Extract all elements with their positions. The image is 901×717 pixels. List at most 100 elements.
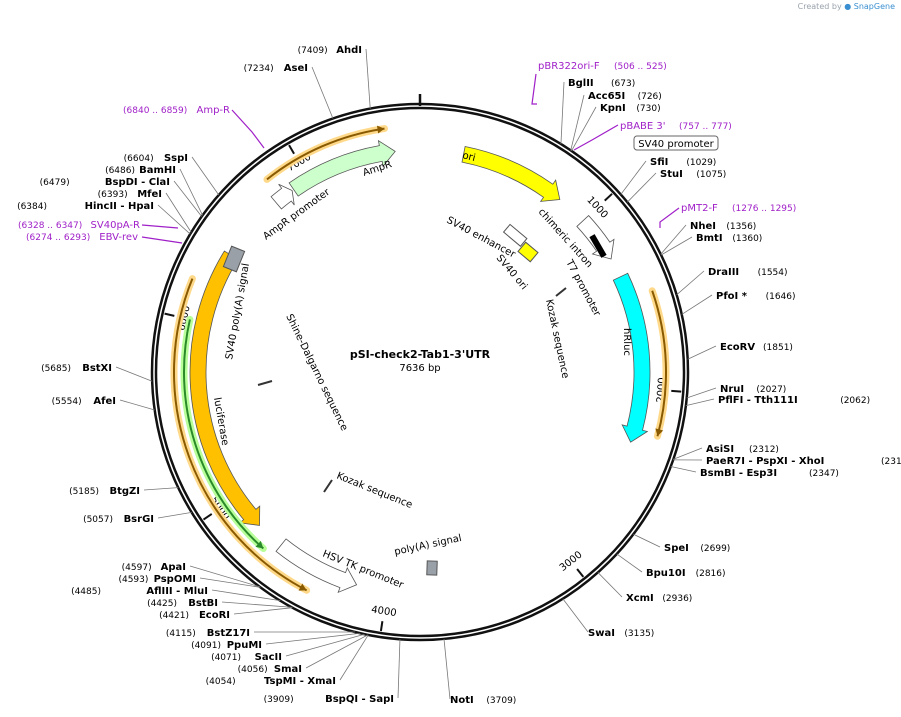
primer-ampr: Amp-R [197, 105, 231, 116]
site-position: (4115) [166, 629, 196, 639]
site-name: SacII [255, 652, 282, 663]
site-position: (5554) [52, 397, 82, 407]
site-position: (3709) [486, 696, 516, 706]
site-name: BtgZI [109, 486, 140, 497]
site-leader [687, 345, 717, 360]
arc-line [183, 319, 265, 550]
feature-arrow [275, 538, 358, 594]
site-position: (4597) [122, 563, 152, 573]
site-leader [620, 160, 647, 195]
sd-mark [257, 380, 273, 386]
site-position: (5057) [83, 515, 113, 525]
site-leader [191, 156, 220, 196]
primer-pmt2-range: (1276 .. 1295) [732, 204, 796, 214]
primer-ebv: EBV-rev [99, 232, 138, 243]
snapgene-logo-icon: ● [844, 2, 852, 11]
feature-label-chimeric-intron: chimeric intron [536, 207, 595, 270]
sv40-enhancer-box [502, 223, 528, 247]
site-name: PaeR7I - PspXI - XhoI [706, 456, 824, 467]
site-leader [685, 398, 715, 407]
site-position: (2936) [662, 594, 692, 604]
inner-label-polya-signal: poly(A) signal [393, 533, 462, 558]
site-name: DraIII [708, 267, 739, 278]
site-name: BstZ17I [207, 628, 250, 639]
site-leader [143, 487, 179, 491]
t7-promoter-bar [589, 234, 607, 258]
site-name: StuI [660, 169, 683, 180]
site-name: BstBI [188, 598, 218, 609]
site-position: (2347) [809, 469, 839, 479]
site-position: (5685) [41, 364, 71, 374]
site-name: PfoI * [716, 291, 748, 302]
site-leader [179, 168, 203, 216]
scale-tick [164, 312, 175, 317]
credit-brand: SnapGene [853, 2, 895, 11]
site-position: (1554) [758, 268, 788, 278]
site-position: (4485) [71, 587, 101, 597]
feature-arrow [612, 272, 651, 443]
site-leader [660, 236, 693, 256]
site-position: (5185) [69, 487, 99, 497]
site-leader [570, 94, 585, 151]
site-name: BspDI - ClaI [105, 177, 170, 188]
site-leader [157, 204, 191, 235]
site-position: (4091) [191, 641, 221, 651]
site-position: (4071) [211, 653, 241, 663]
primer-pmt2: pMT2-F [681, 203, 718, 214]
site-leader [311, 66, 334, 119]
site-leader [627, 172, 657, 203]
site-name: XcmI [626, 593, 654, 604]
site-leader [571, 106, 597, 152]
site-leader [221, 601, 292, 608]
site-position: (7409) [298, 46, 328, 56]
site-leader [233, 607, 293, 615]
site-leader [305, 634, 369, 669]
scale-tick [604, 193, 613, 202]
site-name: BstXI [82, 363, 112, 374]
scale-tick-label: 4000 [370, 604, 397, 619]
site-position: (6604) [124, 154, 154, 164]
site-name: NruI [720, 384, 744, 395]
site-position: (726) [638, 92, 662, 102]
primer-pbr322ori-range: (506 .. 525) [614, 62, 667, 72]
feature-label-hrluc: hRluc [621, 328, 632, 356]
primer-ebv-range: (6274 .. 6293) [26, 233, 90, 243]
primer-ampr-range: (6840 .. 6859) [123, 106, 187, 116]
plasmid-size: 7636 bp [399, 363, 440, 374]
site-leader [616, 553, 643, 573]
site-position: (1075) [696, 170, 726, 180]
site-name: PpuMI [227, 640, 262, 651]
site-position: (2315) [881, 457, 901, 467]
site-name: NotI [450, 695, 474, 706]
site-position: (6393) [98, 190, 128, 200]
kozak-mark-1 [555, 287, 567, 297]
site-leader [119, 399, 155, 411]
site-position: (730) [636, 104, 660, 114]
site-name: PspOMI [154, 574, 196, 585]
site-name: HincII - HpaI [85, 201, 154, 212]
primer-leaders [141, 73, 680, 244]
site-position: (4056) [238, 665, 268, 675]
site-leader [560, 81, 565, 145]
arc-line [266, 127, 385, 181]
kozak-mark-2 [323, 479, 333, 493]
site-position: (4425) [147, 599, 177, 609]
site-name: Bpu10I [646, 568, 686, 579]
site-position: (1356) [726, 222, 756, 232]
site-position: (2062) [840, 396, 870, 406]
primer-pbabe: pBABE 3' [620, 121, 666, 132]
arc-head [655, 428, 664, 437]
site-name: EcoRI [199, 610, 230, 621]
arc-head [298, 583, 307, 591]
credit-prefix: Created by [797, 2, 842, 11]
site-name: BsmBI - Esp3I [700, 468, 777, 479]
polya-signal-box [426, 560, 438, 576]
site-leader [562, 598, 589, 633]
site-position: (6486) [105, 166, 135, 176]
arc-line [651, 290, 667, 437]
site-leader [189, 565, 260, 588]
scale-tick [379, 621, 384, 632]
site-position: (1360) [732, 234, 762, 244]
site-leader [660, 224, 687, 255]
